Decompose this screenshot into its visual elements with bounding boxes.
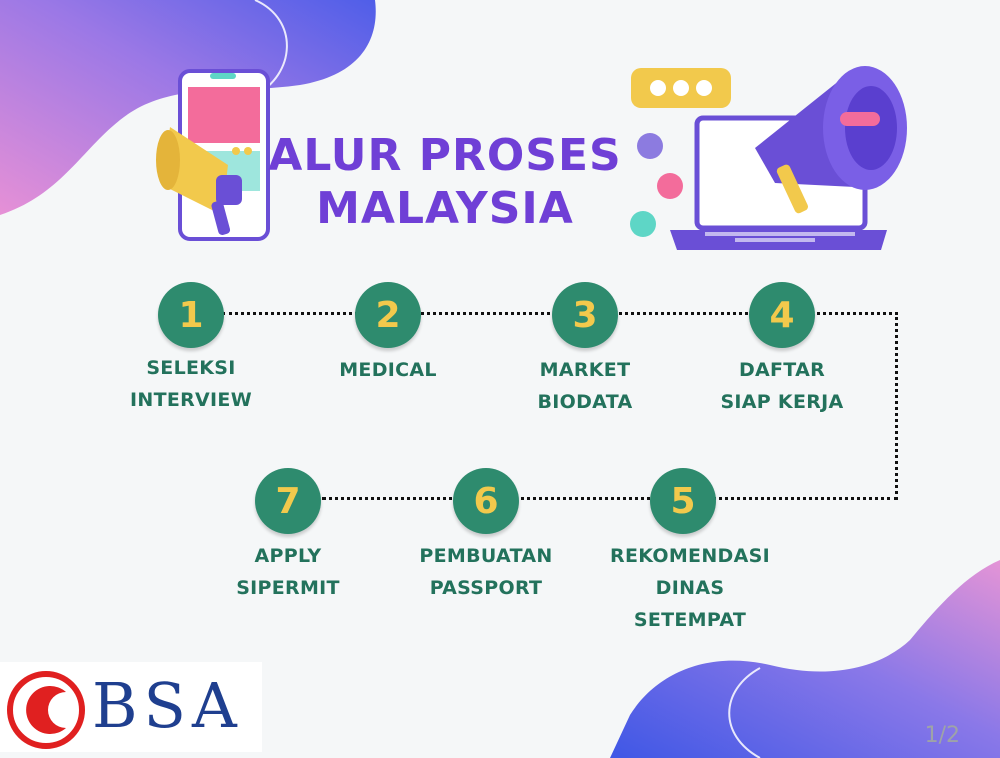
step-6-label: PEMBUATAN PASSPORT	[419, 545, 553, 599]
step-7-circle: 7	[255, 468, 321, 534]
step-5-circle: 5	[650, 468, 716, 534]
step-6-circle: 6	[453, 468, 519, 534]
step-1-circle: 1	[158, 282, 224, 348]
page-indicator: 1/2	[924, 723, 960, 748]
bottom-right-blob-arc	[728, 667, 761, 758]
laptop-megaphone-illustration	[630, 66, 907, 250]
bsa-logo-text: BSA	[92, 669, 243, 742]
bottom-right-blob	[610, 560, 1000, 758]
step-1-label: SELEKSI INTERVIEW	[130, 357, 252, 411]
bsa-logo-icon	[7, 671, 85, 749]
step-4-label: DAFTAR SIAP KERJA	[720, 359, 844, 413]
chat-bubble-icon	[631, 68, 731, 108]
bsa-logo: BSA	[0, 662, 262, 752]
phone-megaphone-illustration	[156, 69, 270, 241]
step-2-circle: 2	[355, 282, 421, 348]
step-4-circle: 4	[749, 282, 815, 348]
step-2-label: MEDICAL	[339, 359, 437, 381]
step-5-label: REKOMENDASI DINAS SETEMPAT	[610, 545, 770, 631]
thumbs-up-icon	[630, 133, 683, 237]
step-3-label: MARKET BIODATA	[537, 359, 633, 413]
top-left-blob	[0, 0, 376, 215]
connector-right-vertical	[895, 312, 898, 500]
step-7-label: APPLY SIPERMIT	[236, 545, 340, 599]
step-3-circle: 3	[552, 282, 618, 348]
connector-row-2	[322, 497, 898, 500]
title-line-2: MALAYSIA	[316, 183, 574, 234]
title-line-1: ALUR PROSES	[268, 130, 622, 181]
